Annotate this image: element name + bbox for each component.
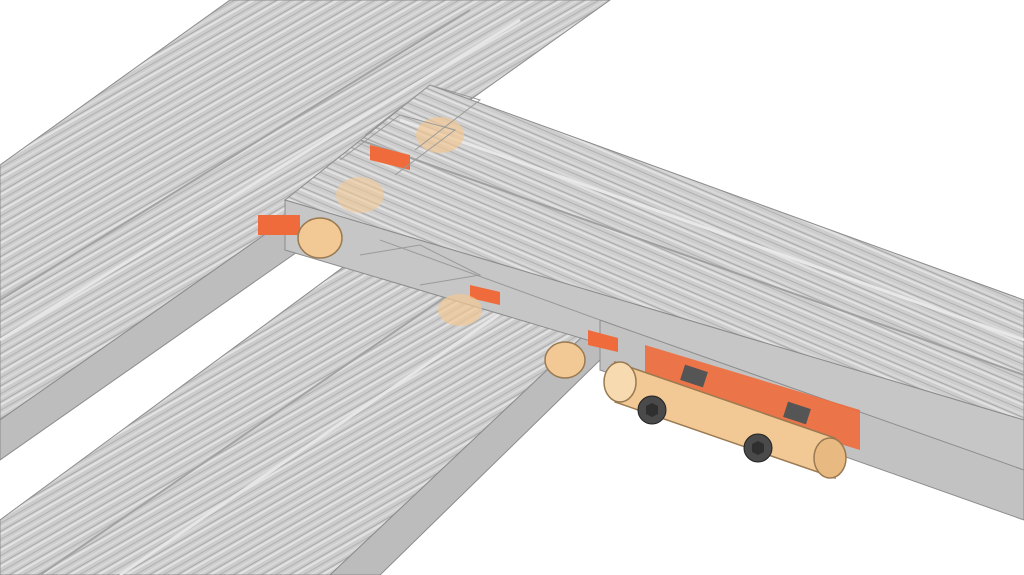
t-slot-nut [258,215,300,235]
exposed-connector [603,360,847,480]
connector-body [416,117,464,153]
connector-group [297,117,586,379]
t-slot-nut [470,285,500,305]
t-slot-nut [370,145,410,170]
connector-body [336,177,384,213]
t-slot-nut [588,330,618,352]
inner-slot-outlines [339,84,601,321]
connector-end [297,217,343,259]
connector-end [544,341,586,379]
connector-body [438,294,482,326]
